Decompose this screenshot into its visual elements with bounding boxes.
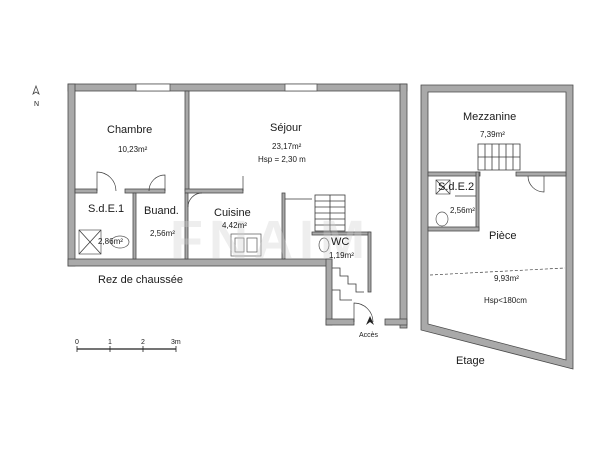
room-mezzanine-area: 7,39m²: [480, 130, 505, 139]
access-arrow-icon: [366, 316, 374, 325]
ground-floor-walls: [67, 83, 408, 329]
room-sejour-height: Hsp = 2,30 m: [258, 155, 306, 164]
room-sde2-name: S.d.E.2: [438, 181, 474, 193]
level-upper-label: Etage: [456, 355, 485, 367]
upper-fixtures: [435, 179, 451, 227]
north-arrow-icon: [32, 84, 40, 96]
scale-tick-3: 3m: [171, 339, 181, 346]
ground-windows: [135, 83, 318, 92]
room-chambre-name: Chambre: [107, 124, 152, 136]
upper-doors: [455, 175, 545, 197]
room-buanderie-area: 2,56m²: [150, 229, 175, 238]
room-wc-name: WC: [331, 236, 349, 248]
entrance-steps: [332, 267, 364, 301]
room-sde1-area: 2,86m²: [98, 237, 123, 246]
room-buanderie-name: Buand.: [144, 205, 179, 217]
north-label: N: [34, 101, 39, 108]
scale-tick-1: 1: [108, 339, 112, 346]
room-cuisine-name: Cuisine: [214, 207, 251, 219]
level-ground-label: Rez de chaussée: [98, 274, 183, 286]
scale-tick-2: 2: [141, 339, 145, 346]
upper-staircase: [477, 143, 521, 171]
room-cuisine-area: 4,42m²: [222, 221, 247, 230]
room-piece-height: Hsp<180cm: [484, 296, 527, 305]
room-piece-name: Pièce: [489, 230, 517, 242]
scale-tick-0: 0: [75, 339, 79, 346]
room-sde1-name: S.d.E.1: [88, 203, 124, 215]
room-piece-area: 9,93m²: [494, 274, 519, 283]
access-label: Accès: [359, 332, 379, 339]
room-wc-area: 1,19m²: [329, 251, 354, 260]
room-chambre-area: 10,23m²: [118, 145, 148, 154]
height-limit-line: [429, 267, 566, 276]
upper-floor-walls: [420, 84, 574, 370]
room-mezzanine-name: Mezzanine: [463, 111, 516, 123]
ground-fixtures: [78, 229, 330, 257]
ground-staircase: [285, 194, 346, 232]
room-sejour-area: 23,17m²: [272, 142, 302, 151]
ground-doors: [96, 171, 374, 323]
watermark: FNAIM: [170, 210, 371, 270]
scale-bar: [76, 346, 177, 352]
room-sejour-name: Séjour: [270, 122, 302, 134]
room-sde2-area: 2,56m²: [450, 206, 475, 215]
